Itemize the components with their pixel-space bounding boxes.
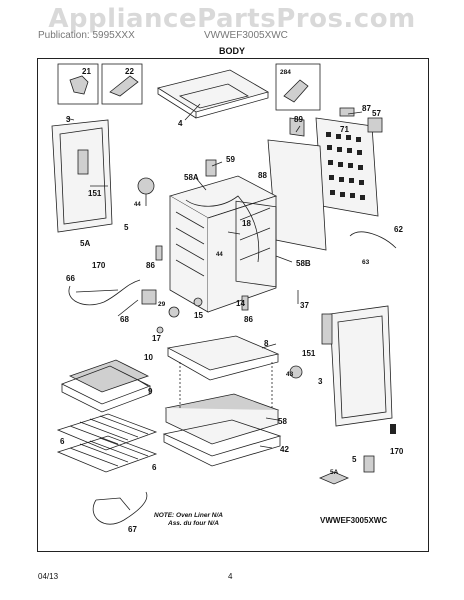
callout-15: 15 xyxy=(194,311,203,320)
leveling-leg-bracket xyxy=(318,471,350,485)
callout-89: 89 xyxy=(294,115,303,124)
top-panel xyxy=(156,69,270,113)
callout-10: 10 xyxy=(144,353,153,362)
callout-5A-top: 5A xyxy=(80,239,90,248)
callout-68: 68 xyxy=(120,315,129,324)
callout-18: 18 xyxy=(242,219,251,228)
callout-5-bottom: 5 xyxy=(352,455,357,464)
diagram-title: BODY xyxy=(218,46,245,56)
callout-5-top: 5 xyxy=(124,223,129,232)
callout-29: 29 xyxy=(158,301,166,308)
callout-58: 58 xyxy=(278,417,287,426)
callout-17: 17 xyxy=(152,334,161,343)
callout-58A: 58A xyxy=(184,173,199,182)
callout-151-top: 151 xyxy=(88,189,102,198)
callout-3-left: 3 xyxy=(66,115,71,124)
leveling-leg xyxy=(363,455,375,473)
part-284-shape xyxy=(283,79,309,103)
oven-racks xyxy=(56,413,158,473)
callout-5A-bottom: 5A xyxy=(330,469,339,476)
callout-87: 87 xyxy=(362,104,371,113)
broil-pan-grid xyxy=(68,359,150,393)
callout-44-left: 44 xyxy=(134,202,141,208)
oven-liner-note: NOTE: Oven Liner N/A Ass. du four N/A xyxy=(154,512,223,528)
part-box-284 xyxy=(275,63,321,111)
callout-3-right: 3 xyxy=(318,377,323,386)
part-box-21 xyxy=(57,63,99,105)
model-number: VWWEF3005XWC xyxy=(320,516,388,525)
callout-6-top: 6 xyxy=(60,437,65,446)
right-side-panel xyxy=(329,305,393,427)
bottom-panel xyxy=(166,335,280,371)
callout-22: 22 xyxy=(125,67,134,76)
footer-date: 04/13 xyxy=(38,572,59,581)
diagram-frame xyxy=(37,58,429,552)
callout-170-top: 170 xyxy=(92,261,106,270)
publication-header: Publication: 5995XXX xyxy=(38,30,135,41)
side-panel xyxy=(267,139,327,251)
callout-151-bottom: 151 xyxy=(302,349,316,358)
broil-element xyxy=(68,279,141,306)
callout-62: 62 xyxy=(394,225,403,234)
thermostat-part xyxy=(137,177,155,195)
callout-63: 63 xyxy=(362,259,370,266)
callout-88: 88 xyxy=(258,171,267,180)
callout-6-bottom: 6 xyxy=(152,463,157,472)
note-line-2: Ass. du four N/A xyxy=(168,520,219,527)
footer-page-number: 4 xyxy=(228,572,233,581)
callout-59: 59 xyxy=(226,155,235,164)
part-box-22 xyxy=(101,63,143,105)
note-line-1: NOTE: Oven Liner N/A xyxy=(154,512,223,519)
model-header: VWWEF3005XWC xyxy=(204,30,288,41)
part-21-shape xyxy=(69,75,89,95)
callout-57: 57 xyxy=(372,109,381,118)
callout-284: 284 xyxy=(280,69,291,76)
callout-66: 66 xyxy=(66,274,75,283)
callout-58B: 58B xyxy=(296,259,311,268)
callout-67: 67 xyxy=(128,525,137,534)
callout-4: 4 xyxy=(178,119,183,128)
callout-86-top: 86 xyxy=(146,261,155,270)
callout-21: 21 xyxy=(82,67,91,76)
callout-37: 37 xyxy=(300,301,309,310)
callout-9: 9 xyxy=(148,387,153,396)
callout-44-right: 44 xyxy=(216,252,223,258)
callout-8: 8 xyxy=(264,339,269,348)
callout-42: 42 xyxy=(280,445,289,454)
callout-43: 43 xyxy=(286,371,294,378)
rear-panel-vents xyxy=(326,132,365,200)
left-side-panel xyxy=(51,119,113,233)
callout-170-bottom: 170 xyxy=(390,447,404,456)
part-22-shape xyxy=(109,75,139,97)
watermark: AppliancePartsPros.com xyxy=(48,4,416,34)
callout-71: 71 xyxy=(340,125,349,134)
callout-86-bottom: 86 xyxy=(244,315,253,324)
callout-14: 14 xyxy=(236,299,245,308)
bake-element xyxy=(92,491,148,525)
